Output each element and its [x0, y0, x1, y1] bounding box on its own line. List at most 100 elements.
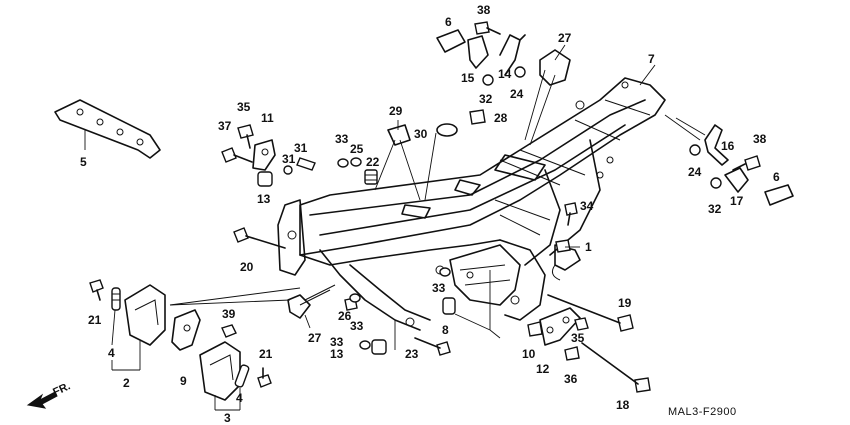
- collar-1: [555, 239, 571, 253]
- bolt-38-top: [474, 21, 501, 35]
- nut-31: [283, 157, 316, 175]
- callout-6-right: 6: [773, 170, 780, 184]
- callout-3: 3: [224, 411, 231, 425]
- rubber-6-top: [436, 29, 466, 53]
- callout-28: 28: [494, 111, 508, 125]
- callout-18: 18: [616, 398, 630, 412]
- callout-34: 34: [580, 199, 594, 213]
- bolt-18: [581, 342, 651, 393]
- callout-25: 25: [350, 142, 364, 156]
- washer-33-lower: [359, 340, 371, 350]
- stay-16: [704, 124, 729, 166]
- bolt-23: [414, 337, 451, 356]
- seat-bracket: [54, 99, 161, 159]
- callout-24-right: 24: [688, 165, 702, 179]
- nut-32-top: [482, 74, 494, 86]
- callout-13-lower: 13: [330, 347, 344, 361]
- callout-35-lower: 35: [571, 331, 585, 345]
- callout-4-left: 4: [108, 346, 115, 360]
- collar-8: [442, 297, 456, 315]
- callout-4-right: 4: [236, 391, 243, 405]
- bolt-37: [221, 147, 253, 163]
- callout-11: 11: [261, 111, 274, 125]
- nut-25: [350, 157, 362, 167]
- callout-20: 20: [240, 260, 254, 274]
- nut-32-right: [710, 177, 722, 189]
- callout-30: 30: [414, 127, 428, 141]
- nut-35-lower: [574, 317, 589, 331]
- callout-33-top: 33: [335, 132, 349, 146]
- callout-5: 5: [80, 155, 87, 169]
- callout-23: 23: [405, 347, 419, 361]
- callout-36: 36: [564, 372, 578, 386]
- bolt-35: [237, 124, 254, 149]
- side-cover-right: [199, 341, 241, 401]
- callout-31-right: 31: [294, 141, 308, 155]
- callout-22: 22: [366, 155, 380, 169]
- collar-10: [527, 321, 543, 337]
- callout-37: 37: [218, 119, 232, 133]
- spring-22: [364, 169, 378, 185]
- callout-7: 7: [648, 52, 655, 66]
- nut-24-right: [689, 144, 701, 156]
- callout-27-top: 27: [558, 31, 572, 45]
- callout-38-right: 38: [753, 132, 767, 146]
- callout-2: 2: [123, 376, 130, 390]
- callout-21-left: 21: [88, 313, 102, 327]
- callout-33-mid: 33: [350, 319, 364, 333]
- main-frame: [277, 77, 666, 331]
- bracket-17: [724, 167, 749, 193]
- washer-33-center: [439, 267, 451, 277]
- callout-29: 29: [389, 104, 403, 118]
- bolt-19: [547, 294, 634, 332]
- callout-14: 14: [498, 67, 512, 81]
- grommet-right: [234, 364, 250, 388]
- stay-27-lower: [287, 284, 336, 319]
- plate-12: [539, 307, 581, 346]
- callout-33-lower: 33: [330, 335, 344, 349]
- nut-36: [564, 346, 580, 361]
- callout-31-left: 31: [282, 152, 296, 166]
- callout-10: 10: [522, 347, 536, 361]
- bolt-38-right: [732, 155, 761, 171]
- callout-9: 9: [180, 374, 187, 388]
- leader-lines: [111, 44, 706, 411]
- bolt-20: [233, 227, 286, 249]
- washer-33-top: [337, 158, 349, 168]
- callout-6-top: 6: [445, 15, 452, 29]
- band-30: [436, 123, 458, 137]
- callout-32-right: 32: [708, 202, 722, 216]
- callout-33-center: 33: [432, 281, 446, 295]
- callout-16: 16: [721, 139, 735, 153]
- bracket-9: [171, 309, 201, 351]
- bracket-15: [467, 35, 489, 69]
- callout-12: 12: [536, 362, 550, 376]
- callout-8: 8: [442, 323, 449, 337]
- nut-39: [221, 324, 237, 338]
- collar-13-lower: [371, 339, 387, 355]
- diagram-code: MAL3-F2900: [668, 406, 737, 418]
- callout-27-lower: 27: [308, 331, 322, 345]
- grommet-left: [111, 287, 121, 311]
- callout-19: 19: [618, 296, 632, 310]
- callout-39: 39: [222, 307, 236, 321]
- bolt-21-right: [257, 367, 272, 388]
- callout-24-top: 24: [510, 87, 524, 101]
- callout-35-top: 35: [237, 100, 251, 114]
- bracket-11: [252, 139, 276, 171]
- callout-38-top: 38: [477, 3, 491, 17]
- callout-32-top: 32: [479, 92, 493, 106]
- callout-15: 15: [461, 71, 475, 85]
- rubber-6-right: [764, 184, 794, 206]
- clamp-29: [387, 124, 411, 146]
- clip-28: [469, 109, 486, 125]
- callout-17: 17: [730, 194, 744, 208]
- bolt-34: [564, 202, 578, 226]
- callout-1: 1: [585, 240, 592, 254]
- front-direction-arrow: FR.: [26, 380, 72, 409]
- side-cover-left: [124, 284, 166, 346]
- collar-13: [257, 171, 273, 187]
- callout-26: 26: [338, 309, 352, 323]
- bolt-21-left: [89, 279, 104, 301]
